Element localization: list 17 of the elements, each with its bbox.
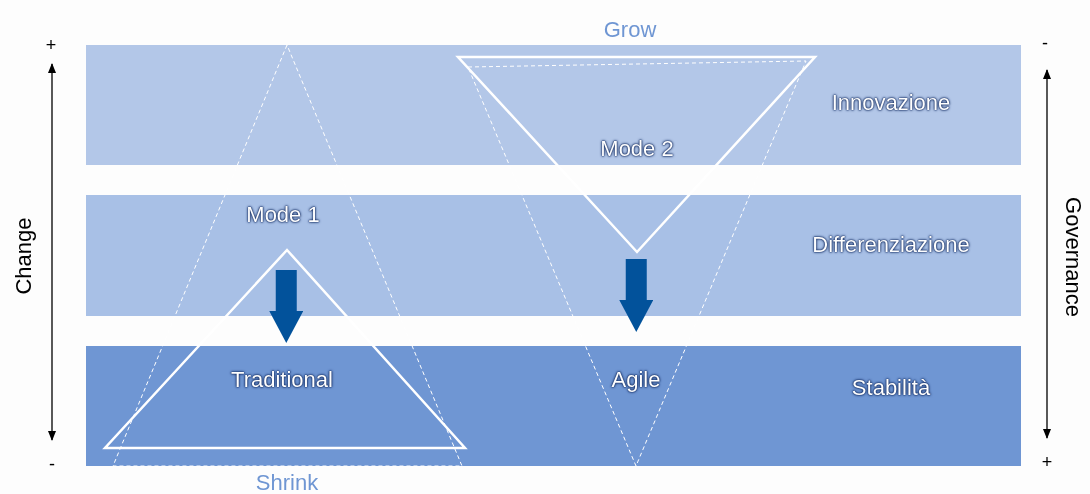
- caption-label: Grow: [603, 17, 657, 43]
- layer-label: Innovazione: [831, 90, 951, 116]
- triangle-label: Traditional: [231, 367, 333, 393]
- axis-title: Change: [11, 217, 37, 295]
- triangle-label: Agile: [611, 367, 661, 393]
- layer-label: Stabilità: [851, 375, 931, 401]
- axis-title: Governance: [1060, 197, 1086, 317]
- triangle-label: Mode 2: [600, 136, 674, 162]
- down-arrow: [619, 259, 654, 332]
- triangle-label: Mode 1: [246, 202, 320, 228]
- layer-label: Differenziazione: [812, 232, 970, 258]
- scale-sign: +: [1041, 453, 1053, 471]
- scale-sign: -: [1042, 34, 1048, 52]
- down-arrow: [269, 270, 304, 343]
- scale-sign: -: [49, 455, 55, 473]
- scale-sign: +: [45, 36, 57, 54]
- caption-label: Shrink: [255, 470, 319, 494]
